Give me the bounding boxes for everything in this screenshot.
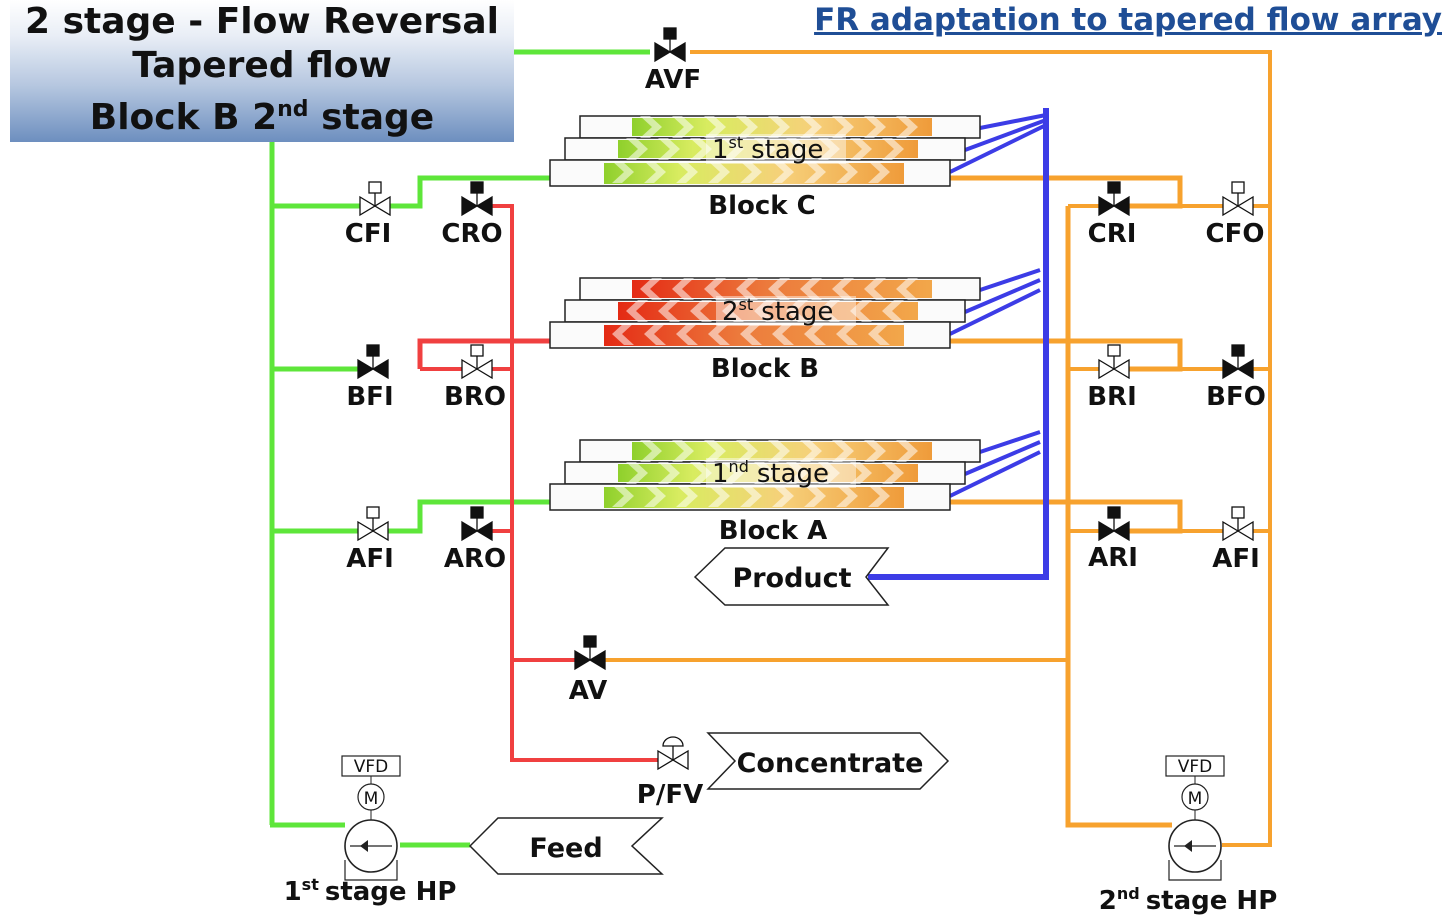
svg-text:M: M [1188, 789, 1203, 809]
valve-icon [461, 506, 493, 542]
vfd-label: VFD [354, 757, 389, 777]
svg-text:M: M [364, 789, 379, 809]
valve-label: CFI [345, 219, 392, 249]
valve-label: CFO [1206, 219, 1265, 249]
valve-icon [357, 344, 389, 380]
block-c-label: Block C [708, 191, 815, 221]
valve-group: AVF CFI CRO CRI CFO BFI BRO BRI BFO AFI ARO ARI AFI A… [345, 27, 1266, 810]
valve-icon [574, 635, 606, 671]
valve-icon [359, 181, 391, 217]
valve-cri[interactable]: CRI [1088, 181, 1137, 249]
motor-icon: M [1181, 783, 1209, 811]
valve-icon [1222, 344, 1254, 380]
valve-label: BRI [1087, 382, 1137, 412]
valve-icon [461, 344, 493, 380]
vfd-label: VFD [1178, 757, 1213, 777]
svg-text:Concentrate: Concentrate [737, 748, 924, 779]
pump-icon [1168, 819, 1222, 881]
valve-ari[interactable]: ARI [1088, 506, 1138, 573]
valve-label: CRI [1088, 219, 1137, 249]
valve-label: AFI [1212, 544, 1260, 574]
valve-aro[interactable]: ARO [444, 506, 506, 574]
valve-label: BFO [1206, 382, 1266, 412]
valve-icon [1098, 506, 1130, 542]
valve-label: ARI [1088, 543, 1138, 573]
first-stage-hp-pump[interactable]: VFD M [341, 755, 401, 881]
valve-afi-right[interactable]: AFI [1212, 506, 1260, 574]
valve-label: BRO [444, 382, 506, 412]
valve-icon [1098, 344, 1130, 380]
title-line-3: Block B 2nd stage [89, 97, 435, 138]
feed-tag[interactable]: Feed [468, 817, 664, 875]
control-valve-icon [657, 736, 689, 771]
valve-bri[interactable]: BRI [1087, 344, 1137, 412]
valve-icon [461, 181, 493, 217]
valve-bro[interactable]: BRO [444, 344, 506, 412]
product-pipe [868, 108, 1049, 580]
motor-icon: M [357, 783, 385, 811]
valve-icon [357, 506, 389, 542]
valve-cro[interactable]: CRO [441, 181, 503, 249]
second-stage-hp-pump[interactable]: VFD M [1165, 755, 1225, 881]
valve-icon [1222, 181, 1254, 217]
valve-cfi[interactable]: CFI [345, 181, 392, 249]
valve-av[interactable]: AV [569, 635, 607, 706]
valve-label: AFI [346, 544, 394, 574]
valve-bfi[interactable]: BFI [346, 344, 394, 412]
valve-icon [654, 27, 686, 63]
valve-label: CRO [441, 219, 502, 249]
product-tag[interactable]: Product [693, 547, 890, 606]
block-a-label: Block A [719, 516, 827, 546]
title-box: 2 stage - Flow Reversal Tapered flow Blo… [10, 0, 514, 142]
concentrate-tag[interactable]: Concentrate [706, 732, 950, 790]
valve-label: P/FV [637, 780, 703, 810]
title-line-2: Tapered flow [132, 45, 392, 86]
valve-avf[interactable]: AVF [645, 27, 701, 95]
valve-label: ARO [444, 544, 506, 574]
valve-label: BFI [346, 382, 393, 412]
valve-icon [1222, 506, 1254, 542]
concentrate-pipe [417, 204, 660, 762]
valve-pfv[interactable]: P/FV [637, 736, 703, 810]
title-line-1: 2 stage - Flow Reversal [25, 1, 499, 42]
fr-adaptation-link[interactable]: FR adaptation to tapered flow array [814, 2, 1442, 38]
valve-bfo[interactable]: BFO [1206, 344, 1266, 412]
valve-label: AVF [645, 65, 701, 95]
pump-icon [344, 819, 398, 881]
valve-afi-left[interactable]: AFI [346, 506, 394, 574]
svg-text:Feed: Feed [529, 833, 602, 864]
valve-label: AV [569, 676, 607, 706]
svg-text:Product: Product [732, 563, 851, 594]
valve-icon [1098, 181, 1130, 217]
valve-cfo[interactable]: CFO [1206, 181, 1265, 249]
block-b-label: Block B [711, 354, 819, 384]
